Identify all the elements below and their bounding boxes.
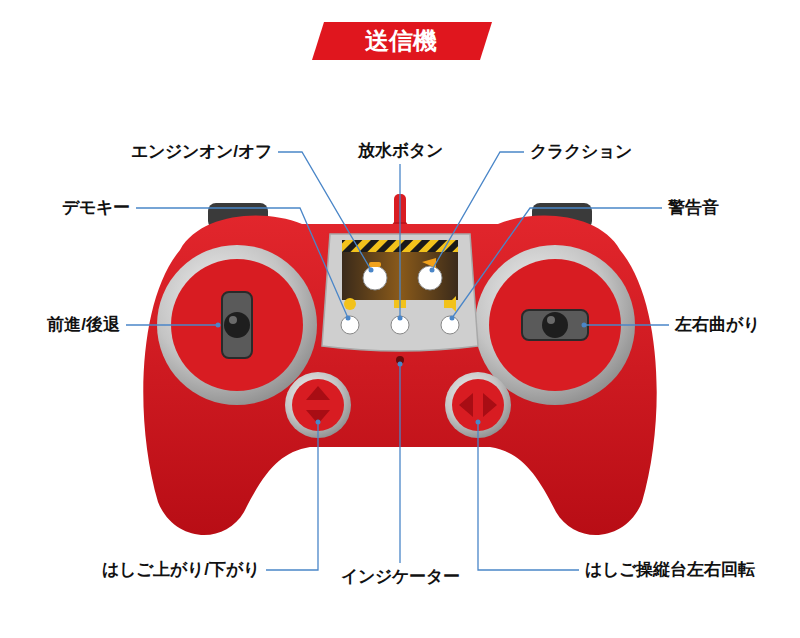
- leader-dot: [582, 323, 587, 328]
- leader-dot: [316, 420, 321, 425]
- button-icon: [369, 262, 381, 267]
- leader-line: [126, 324, 218, 325]
- demo-icon: [344, 298, 356, 310]
- leader-line: [432, 152, 524, 270]
- leader-dot: [450, 316, 455, 321]
- leader-dot: [398, 362, 403, 367]
- callout-label: インジケーター: [341, 567, 460, 587]
- callout-label: はしご操縦台左右回転: [585, 560, 755, 580]
- leader-dots: [216, 268, 587, 425]
- callout-label: 前進/後退: [47, 315, 120, 335]
- knob-highlight: [229, 316, 237, 324]
- warning-button: [441, 316, 459, 334]
- knob-highlight: [547, 316, 555, 324]
- joystick-knob: [542, 312, 568, 338]
- ladder-button: [292, 379, 344, 431]
- leader-line: [266, 422, 318, 570]
- leader-line: [399, 364, 400, 563]
- callout-label: 左右曲がり: [675, 315, 760, 335]
- arrow-glyph: [306, 386, 330, 424]
- leader-dot: [346, 316, 351, 321]
- turret-button: [452, 379, 504, 431]
- callout-label: デモキー: [62, 198, 130, 218]
- water-button: [391, 316, 409, 334]
- title-text: 送信機: [365, 27, 437, 56]
- callout-label: はしご上がり/下がり: [102, 560, 260, 580]
- arrow-glyph: [459, 393, 497, 417]
- stick-slot: [522, 310, 588, 340]
- leader-line: [278, 152, 371, 270]
- leader-lines: [126, 152, 669, 570]
- leader-dot: [216, 323, 221, 328]
- leader-dot: [430, 268, 435, 273]
- callout-label: クラクション: [530, 142, 632, 162]
- leader-line: [452, 208, 662, 318]
- leader-dot: [398, 316, 403, 321]
- leader-dot: [369, 268, 374, 273]
- callout-label: 警告音: [668, 198, 719, 218]
- horn-button: [418, 266, 442, 290]
- callout-label: 放水ボタン: [358, 141, 443, 161]
- leader-line: [478, 422, 579, 570]
- leader-dot: [476, 420, 481, 425]
- joystick-knob: [224, 312, 250, 338]
- demo-button: [341, 316, 359, 334]
- title-band: [312, 22, 492, 60]
- leader-line: [584, 324, 669, 325]
- engine-button: [363, 266, 387, 290]
- leader-line: [136, 208, 348, 318]
- stick-slot: [222, 292, 252, 358]
- leader-line: [399, 164, 400, 318]
- callout-label: エンジンオン/オフ: [131, 142, 272, 162]
- warning-icon: [444, 296, 456, 312]
